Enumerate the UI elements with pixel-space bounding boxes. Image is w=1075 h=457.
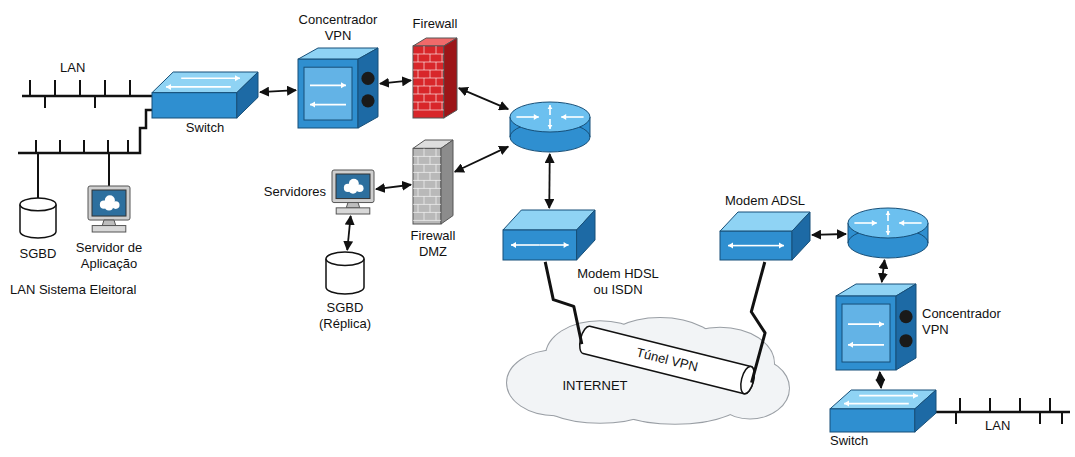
- node-label: SGBD (Réplica): [305, 300, 385, 332]
- node-label: Modem HDSL ou ISDN: [573, 266, 663, 298]
- pc-icon: [332, 170, 374, 214]
- router-icon: [510, 102, 590, 152]
- link-arrow: [812, 233, 846, 236]
- node-label: SGBD: [8, 246, 68, 262]
- db-icon: [20, 198, 56, 238]
- network-label: LAN: [60, 60, 100, 76]
- network-node: Servidores: [332, 170, 374, 214]
- link-arrow: [347, 216, 350, 250]
- network-node: INTERNETTúnel VPN: [495, 318, 795, 426]
- lan-taps: [30, 80, 130, 108]
- node-label: Servidores: [246, 184, 326, 200]
- link-arrow: [459, 88, 508, 109]
- network-node: Switch: [152, 72, 258, 118]
- link-arrow: [882, 260, 885, 282]
- modem-icon: [503, 210, 595, 260]
- link-arrow: [376, 185, 411, 189]
- network-node: Servidor de Aplicação: [88, 186, 130, 232]
- node-label: Modem ADSL: [715, 193, 815, 209]
- network-node: Modem HDSL ou ISDN: [503, 210, 595, 260]
- network-node: SGBD (Réplica): [326, 252, 364, 294]
- link-arrow: [455, 147, 508, 172]
- node-label: INTERNET: [550, 378, 640, 394]
- link-arrow: [260, 90, 296, 92]
- link-arrow: [380, 80, 411, 83]
- db-icon: [326, 252, 364, 294]
- router-icon: [848, 208, 928, 258]
- network-node: Concentrador VPN: [298, 48, 378, 128]
- fw-icon: [413, 38, 457, 118]
- network-label: LAN Sistema Eleitoral: [10, 282, 180, 298]
- link-arrow: [548, 154, 550, 208]
- node-label: Firewall DMZ: [401, 228, 465, 260]
- wireless-link: [545, 262, 582, 344]
- network-node: Firewall: [413, 38, 457, 118]
- switch-icon: [152, 72, 258, 118]
- lan-bus: [22, 95, 152, 98]
- network-node: SGBD: [20, 198, 56, 238]
- node-label: Servidor de Aplicação: [64, 240, 154, 272]
- network-node: Modem ADSL: [720, 212, 810, 260]
- modem-icon: [720, 212, 810, 260]
- wireless-link: [751, 262, 765, 383]
- network-label: LAN: [985, 418, 1025, 434]
- network-node: [510, 102, 590, 152]
- network-node: [848, 208, 928, 258]
- node-label: Switch: [830, 433, 890, 449]
- node-label: Switch: [152, 120, 258, 136]
- node-label: Firewall: [395, 16, 475, 32]
- switch-icon: [830, 390, 936, 432]
- conc-icon: [836, 284, 916, 370]
- node-label: Concentrador VPN: [288, 12, 388, 44]
- network-node: Firewall DMZ: [413, 140, 453, 224]
- network-node: Concentrador VPN: [836, 284, 916, 370]
- link-arrow: [880, 372, 881, 388]
- network-node: Switch: [830, 390, 936, 432]
- fwg-icon: [413, 140, 453, 224]
- conc-icon: [298, 48, 378, 128]
- pc-icon: [88, 186, 130, 232]
- node-label: Concentrador VPN: [922, 306, 1012, 338]
